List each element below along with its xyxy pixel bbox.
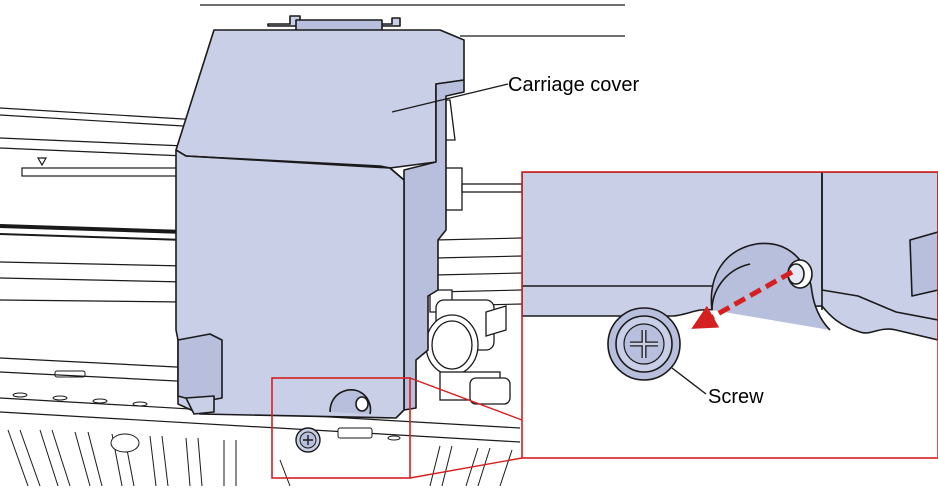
platen-slits (7, 370, 513, 487)
carriage-cover (175, 15, 465, 419)
screw-callout: Screw (671, 367, 764, 408)
screw-label: Screw (708, 386, 764, 408)
carriage-cover-callout: Carriage cover (391, 74, 640, 113)
highlight-box-small (271, 377, 411, 479)
zoom-inset-frame (521, 171, 938, 459)
carriage-cover-label: Carriage cover (508, 74, 640, 96)
screw-small-icon (295, 427, 321, 453)
platen-parts (279, 427, 401, 487)
screw-large-icon (607, 307, 681, 381)
zoom-inset (521, 171, 938, 459)
zoom-connector-lines (409, 377, 523, 479)
